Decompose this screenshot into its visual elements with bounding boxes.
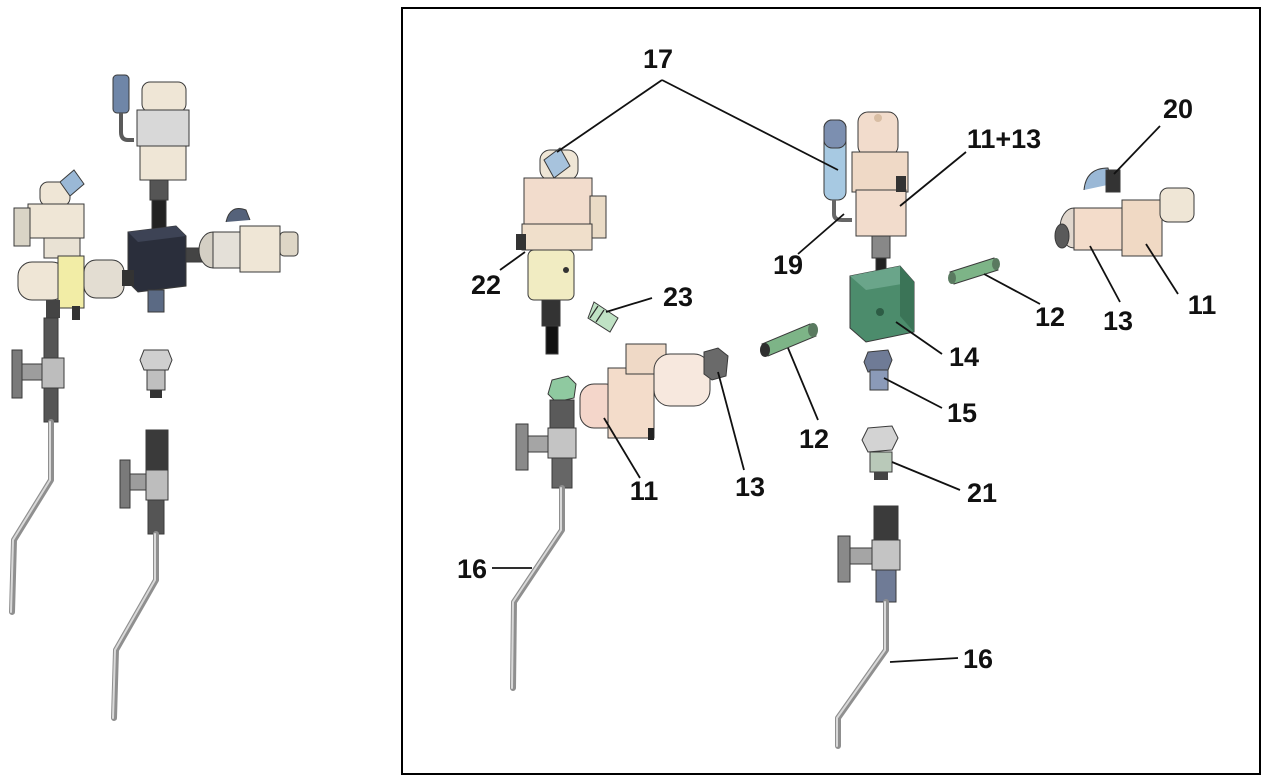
- part-fitting-15: [863, 349, 893, 391]
- part-actuator-center: [823, 111, 909, 285]
- assembled-left-cluster: [13, 169, 134, 320]
- callout-20: 20: [1163, 94, 1193, 124]
- assembled-loose-fitting: [139, 349, 173, 398]
- part-block-14: [849, 265, 915, 343]
- assembled-preview: [9, 74, 299, 721]
- callout-14: 14: [949, 342, 979, 372]
- assembled-right-actuator: [185, 208, 299, 273]
- assembled-central-block: [127, 225, 187, 313]
- callout-17: 17: [643, 44, 673, 74]
- exploded-view-frame: [401, 7, 1261, 775]
- leader-lines: [492, 79, 1179, 663]
- part-tee-left: [510, 375, 577, 691]
- assembled-second-tee-pipe: [111, 429, 169, 721]
- callout-16-left: 16: [457, 554, 487, 584]
- callout-13-right: 13: [1103, 306, 1133, 336]
- part-actuator-right: [1054, 167, 1195, 257]
- assembled-left-tee-pipe: [9, 317, 65, 615]
- part-tube-12-right: [948, 257, 1000, 285]
- callout-11-13: 11+13: [967, 124, 1041, 154]
- callout-23: 23: [663, 282, 693, 312]
- callout-19: 19: [773, 250, 803, 280]
- callout-11-right: 11: [1188, 290, 1217, 320]
- callout-21: 21: [967, 478, 997, 508]
- part-body-center: [579, 343, 729, 440]
- part-actuator-left: [516, 147, 607, 355]
- part-fitting-21: [861, 425, 899, 480]
- part-tee-right: [835, 505, 901, 749]
- callout-13-mid: 13: [735, 472, 765, 502]
- callout-labels: 17 20 11+13 22 19 23 12 13 11 14 12 15 1…: [457, 44, 1216, 674]
- callout-12-mid: 12: [799, 424, 829, 454]
- callout-12-right: 12: [1035, 302, 1065, 332]
- callout-11-mid: 11: [630, 476, 659, 506]
- part-nipple-23: [587, 301, 619, 333]
- callout-16-right: 16: [963, 644, 993, 674]
- callout-22: 22: [471, 270, 501, 300]
- assembled-top-actuator: [112, 74, 190, 231]
- part-tube-12-mid: [760, 323, 818, 357]
- callout-15: 15: [947, 398, 977, 428]
